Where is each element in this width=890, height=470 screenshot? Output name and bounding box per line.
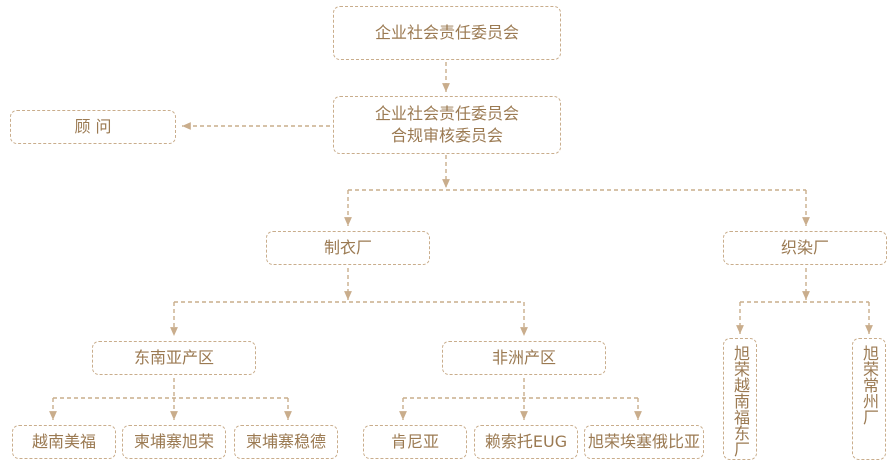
compliance-committee-label-2: 合规审核委员会: [390, 126, 503, 145]
africa-node: 非洲产区: [442, 341, 606, 375]
kenya-label: 肯尼亚: [390, 432, 439, 451]
csr-committee-node: 企业社会责任委员会: [333, 6, 561, 60]
lesotho-eug-node: 赖索托EUG: [474, 425, 578, 459]
compliance-committee-node: 企业社会责任委员会 合规审核委员会: [333, 96, 561, 154]
garment-factory-label: 制衣厂: [323, 238, 372, 257]
csr-committee-label: 企业社会责任委员会: [374, 23, 519, 42]
xurong-vietnam-fudong-node: 旭荣越南福东厂: [723, 338, 757, 460]
dyeing-factory-node: 织染厂: [723, 231, 887, 265]
garment-factory-node: 制衣厂: [266, 231, 430, 265]
ethiopia-node: 旭荣埃塞俄比亚: [584, 425, 704, 459]
cambodia-xurong-node: 柬埔寨旭荣: [122, 425, 226, 459]
africa-label: 非洲产区: [491, 348, 556, 367]
cambodia-xurong-label: 柬埔寨旭荣: [133, 432, 214, 451]
vietnam-meifu-node: 越南美福: [12, 425, 116, 459]
dyeing-factory-label: 织染厂: [780, 238, 829, 257]
advisor-label: 顾 问: [74, 117, 112, 136]
cambodia-wende-node: 柬埔寨稳德: [234, 425, 338, 459]
ethiopia-label: 旭荣埃塞俄比亚: [587, 432, 700, 451]
southeast-asia-label: 东南亚产区: [133, 348, 214, 367]
southeast-asia-node: 东南亚产区: [92, 341, 256, 375]
cambodia-wende-label: 柬埔寨稳德: [245, 432, 326, 451]
compliance-committee-label-1: 企业社会责任委员会: [374, 104, 519, 123]
xurong-vietnam-fudong-label: 旭荣越南福东厂: [731, 345, 750, 457]
advisor-node: 顾 问: [10, 110, 176, 144]
xurong-changzhou-label: 旭荣常州厂: [860, 345, 879, 425]
vietnam-meifu-label: 越南美福: [31, 432, 96, 451]
kenya-node: 肯尼亚: [363, 425, 467, 459]
xurong-changzhou-node: 旭荣常州厂: [852, 338, 886, 460]
lesotho-eug-label: 赖索托EUG: [484, 432, 568, 451]
